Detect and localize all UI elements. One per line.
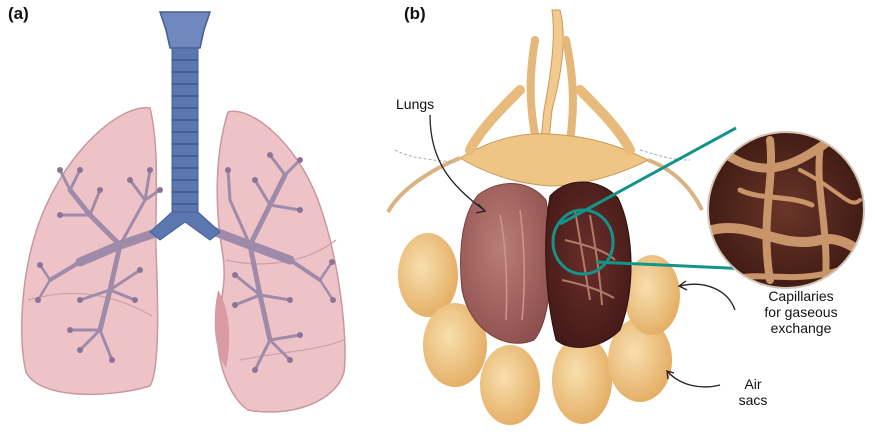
air-sac <box>480 345 540 425</box>
magnified-capillaries-illustration <box>708 132 870 290</box>
bird-right-lung <box>546 182 631 347</box>
capillaries-label: Capillaries for gaseous exchange <box>736 288 866 336</box>
human-larynx <box>160 12 210 48</box>
capillaries-label-line1: Capillaries <box>736 288 866 304</box>
capillaries-label-line3: exchange <box>736 320 866 336</box>
air-sacs-label: Air sacs <box>723 376 783 408</box>
air-sac <box>624 255 680 335</box>
bird-trachea <box>540 10 563 150</box>
panel-label-a: (a) <box>8 4 29 24</box>
human-trachea <box>150 48 220 240</box>
air-sacs-label-line1: Air <box>723 376 783 392</box>
human-left-lung <box>22 108 158 395</box>
bird-respiratory-system-illustration <box>388 10 702 425</box>
lungs-label: Lungs <box>396 96 434 112</box>
capillaries-label-line2: for gaseous <box>736 304 866 320</box>
air-sac <box>552 336 612 424</box>
panel-label-b: (b) <box>404 4 426 24</box>
air-sacs-label-line2: sacs <box>723 392 783 408</box>
human-lungs-illustration <box>22 12 345 412</box>
